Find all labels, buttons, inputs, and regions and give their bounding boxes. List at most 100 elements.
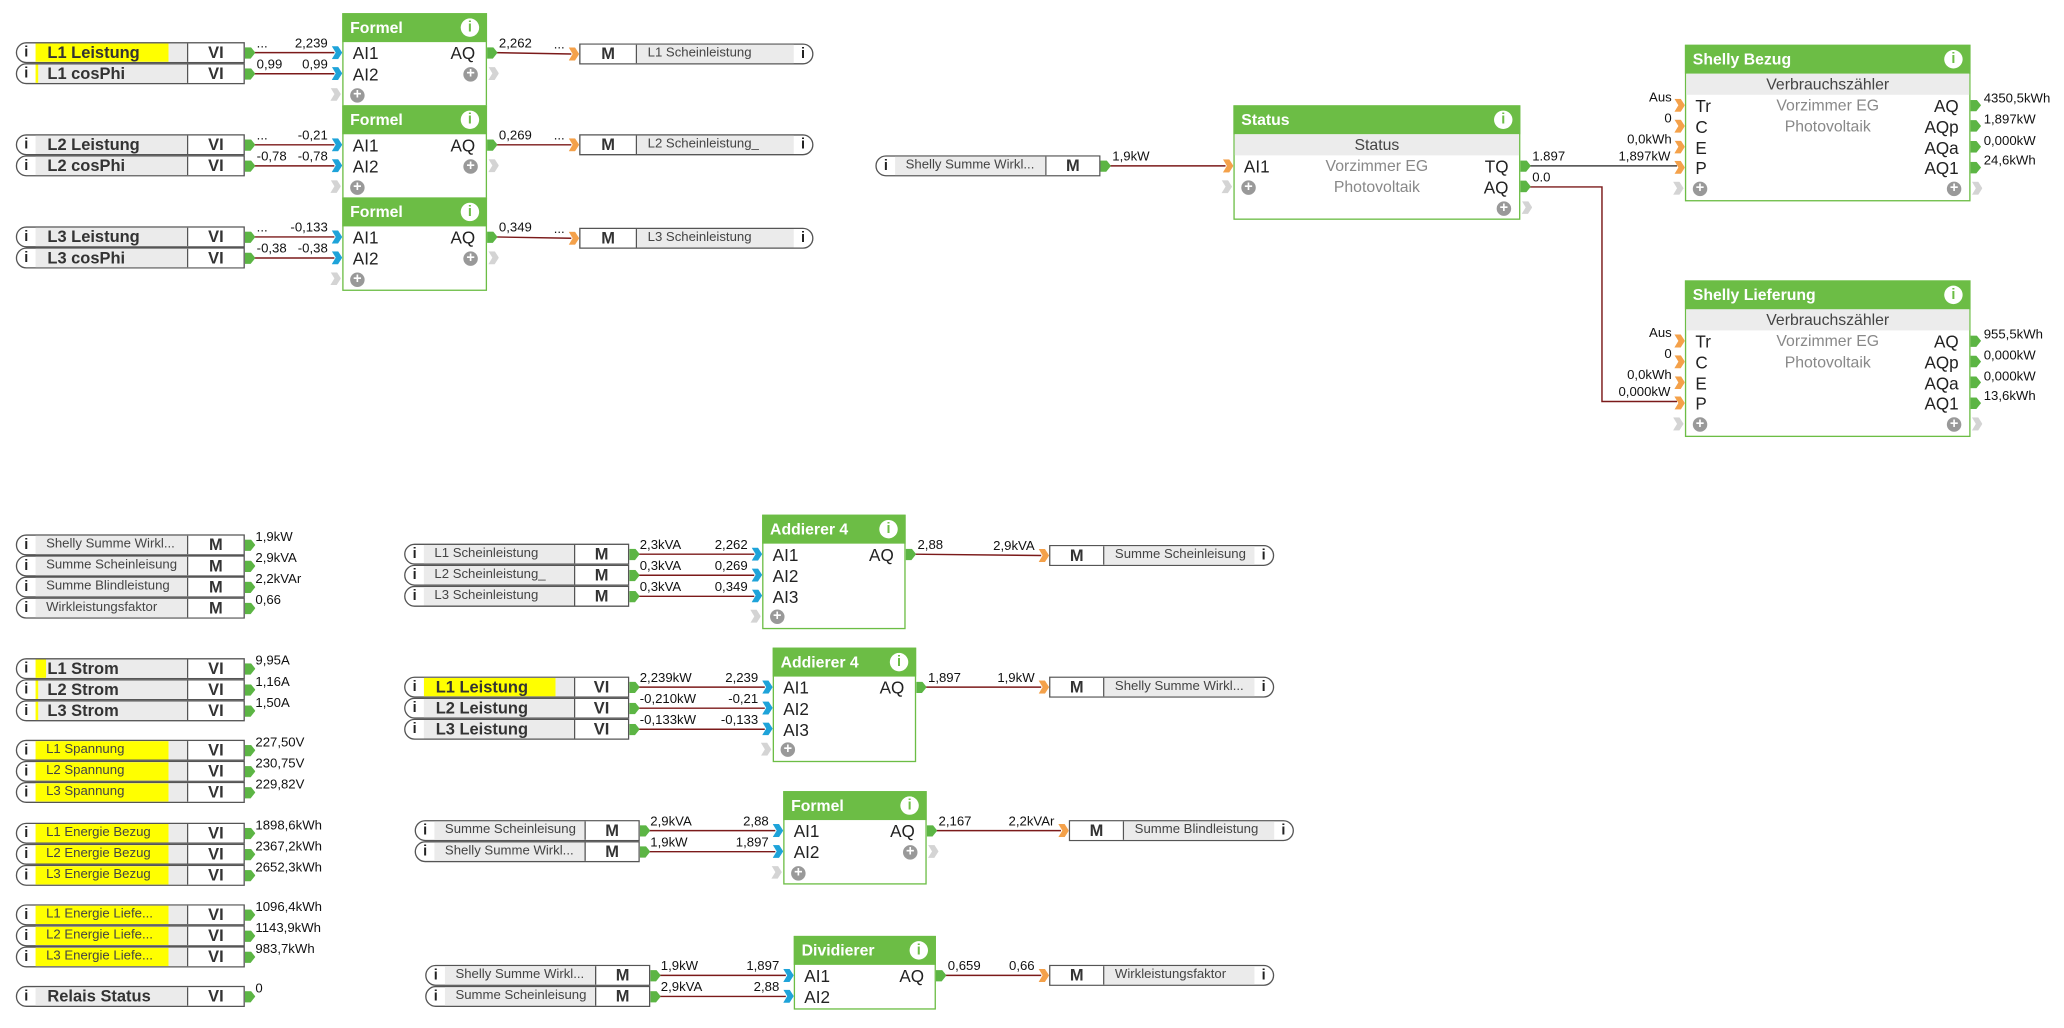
info-icon[interactable]: i: [1261, 547, 1266, 564]
info-icon[interactable]: i: [24, 681, 29, 698]
output-connector-icon[interactable]: [244, 869, 256, 882]
input-connector-icon[interactable]: [1674, 334, 1685, 348]
output-connector-icon[interactable]: [244, 704, 256, 717]
add-input-icon[interactable]: +: [780, 742, 796, 758]
input-connector-icon[interactable]: [1674, 396, 1685, 410]
output-connector-icon[interactable]: [244, 138, 256, 151]
info-icon[interactable]: i: [423, 822, 428, 839]
output-connector-icon[interactable]: [244, 581, 256, 594]
output-connector-icon[interactable]: [1970, 335, 1982, 347]
input-connector-icon[interactable]: [751, 547, 763, 561]
output-connector-icon[interactable]: [244, 683, 256, 696]
add-output-icon[interactable]: +: [463, 158, 478, 174]
output-connector-icon[interactable]: [629, 702, 640, 715]
info-icon[interactable]: i: [433, 988, 438, 1005]
input-connector-icon[interactable]: [331, 138, 343, 152]
info-icon[interactable]: i: [889, 652, 909, 672]
input-connector-icon[interactable]: [1038, 680, 1050, 694]
add-output-icon[interactable]: +: [463, 66, 478, 82]
add-output-icon[interactable]: +: [1496, 200, 1512, 216]
connection-wire[interactable]: [913, 553, 1042, 557]
output-connector-icon[interactable]: [639, 845, 651, 858]
add-input-icon[interactable]: +: [350, 179, 365, 195]
output-connector-icon[interactable]: [1100, 159, 1111, 172]
add-input-icon[interactable]: +: [770, 609, 785, 625]
input-connector-icon[interactable]: [772, 824, 784, 838]
info-icon[interactable]: i: [433, 967, 438, 984]
output-connector-icon[interactable]: [244, 46, 256, 59]
input-connector-icon[interactable]: [1674, 355, 1685, 369]
output-connector-icon[interactable]: [244, 848, 256, 861]
info-icon[interactable]: i: [1944, 50, 1963, 69]
add-output-icon[interactable]: +: [1946, 417, 1962, 432]
info-icon[interactable]: i: [412, 588, 417, 605]
input-connector-icon[interactable]: [1674, 375, 1685, 389]
info-icon[interactable]: i: [24, 65, 29, 82]
connection-wire[interactable]: [494, 236, 572, 239]
info-icon[interactable]: i: [24, 928, 29, 944]
input-connector-icon[interactable]: [762, 680, 773, 694]
output-connector-icon[interactable]: [1970, 140, 1982, 153]
output-connector-icon[interactable]: [629, 723, 640, 736]
input-connector-icon[interactable]: [1038, 968, 1050, 982]
info-icon[interactable]: i: [24, 660, 29, 677]
output-connector-icon[interactable]: [1970, 120, 1982, 132]
info-icon[interactable]: i: [1281, 822, 1286, 839]
input-connector-icon[interactable]: [568, 47, 580, 61]
output-connector-icon[interactable]: [650, 990, 661, 1003]
output-connector-icon[interactable]: [935, 969, 947, 982]
output-connector-icon[interactable]: [487, 46, 498, 59]
info-icon[interactable]: i: [24, 558, 29, 574]
info-icon[interactable]: i: [883, 157, 888, 174]
output-connector-icon[interactable]: [629, 681, 640, 694]
output-connector-icon[interactable]: [916, 681, 927, 694]
input-connector-icon[interactable]: [1058, 824, 1069, 838]
input-connector-icon[interactable]: [331, 46, 343, 60]
input-connector-icon[interactable]: [762, 722, 773, 736]
add-input-icon[interactable]: +: [350, 271, 365, 287]
output-connector-icon[interactable]: [905, 548, 917, 561]
output-connector-icon[interactable]: [629, 569, 640, 582]
info-icon[interactable]: i: [24, 742, 29, 759]
info-icon[interactable]: i: [1494, 110, 1513, 130]
input-connector-icon[interactable]: [1674, 160, 1685, 175]
add-output-icon[interactable]: +: [463, 250, 478, 266]
info-icon[interactable]: i: [800, 230, 805, 247]
input-connector-icon[interactable]: [1038, 548, 1050, 563]
info-icon[interactable]: i: [412, 679, 417, 696]
info-icon[interactable]: i: [24, 579, 29, 595]
input-connector-icon[interactable]: [568, 138, 580, 152]
